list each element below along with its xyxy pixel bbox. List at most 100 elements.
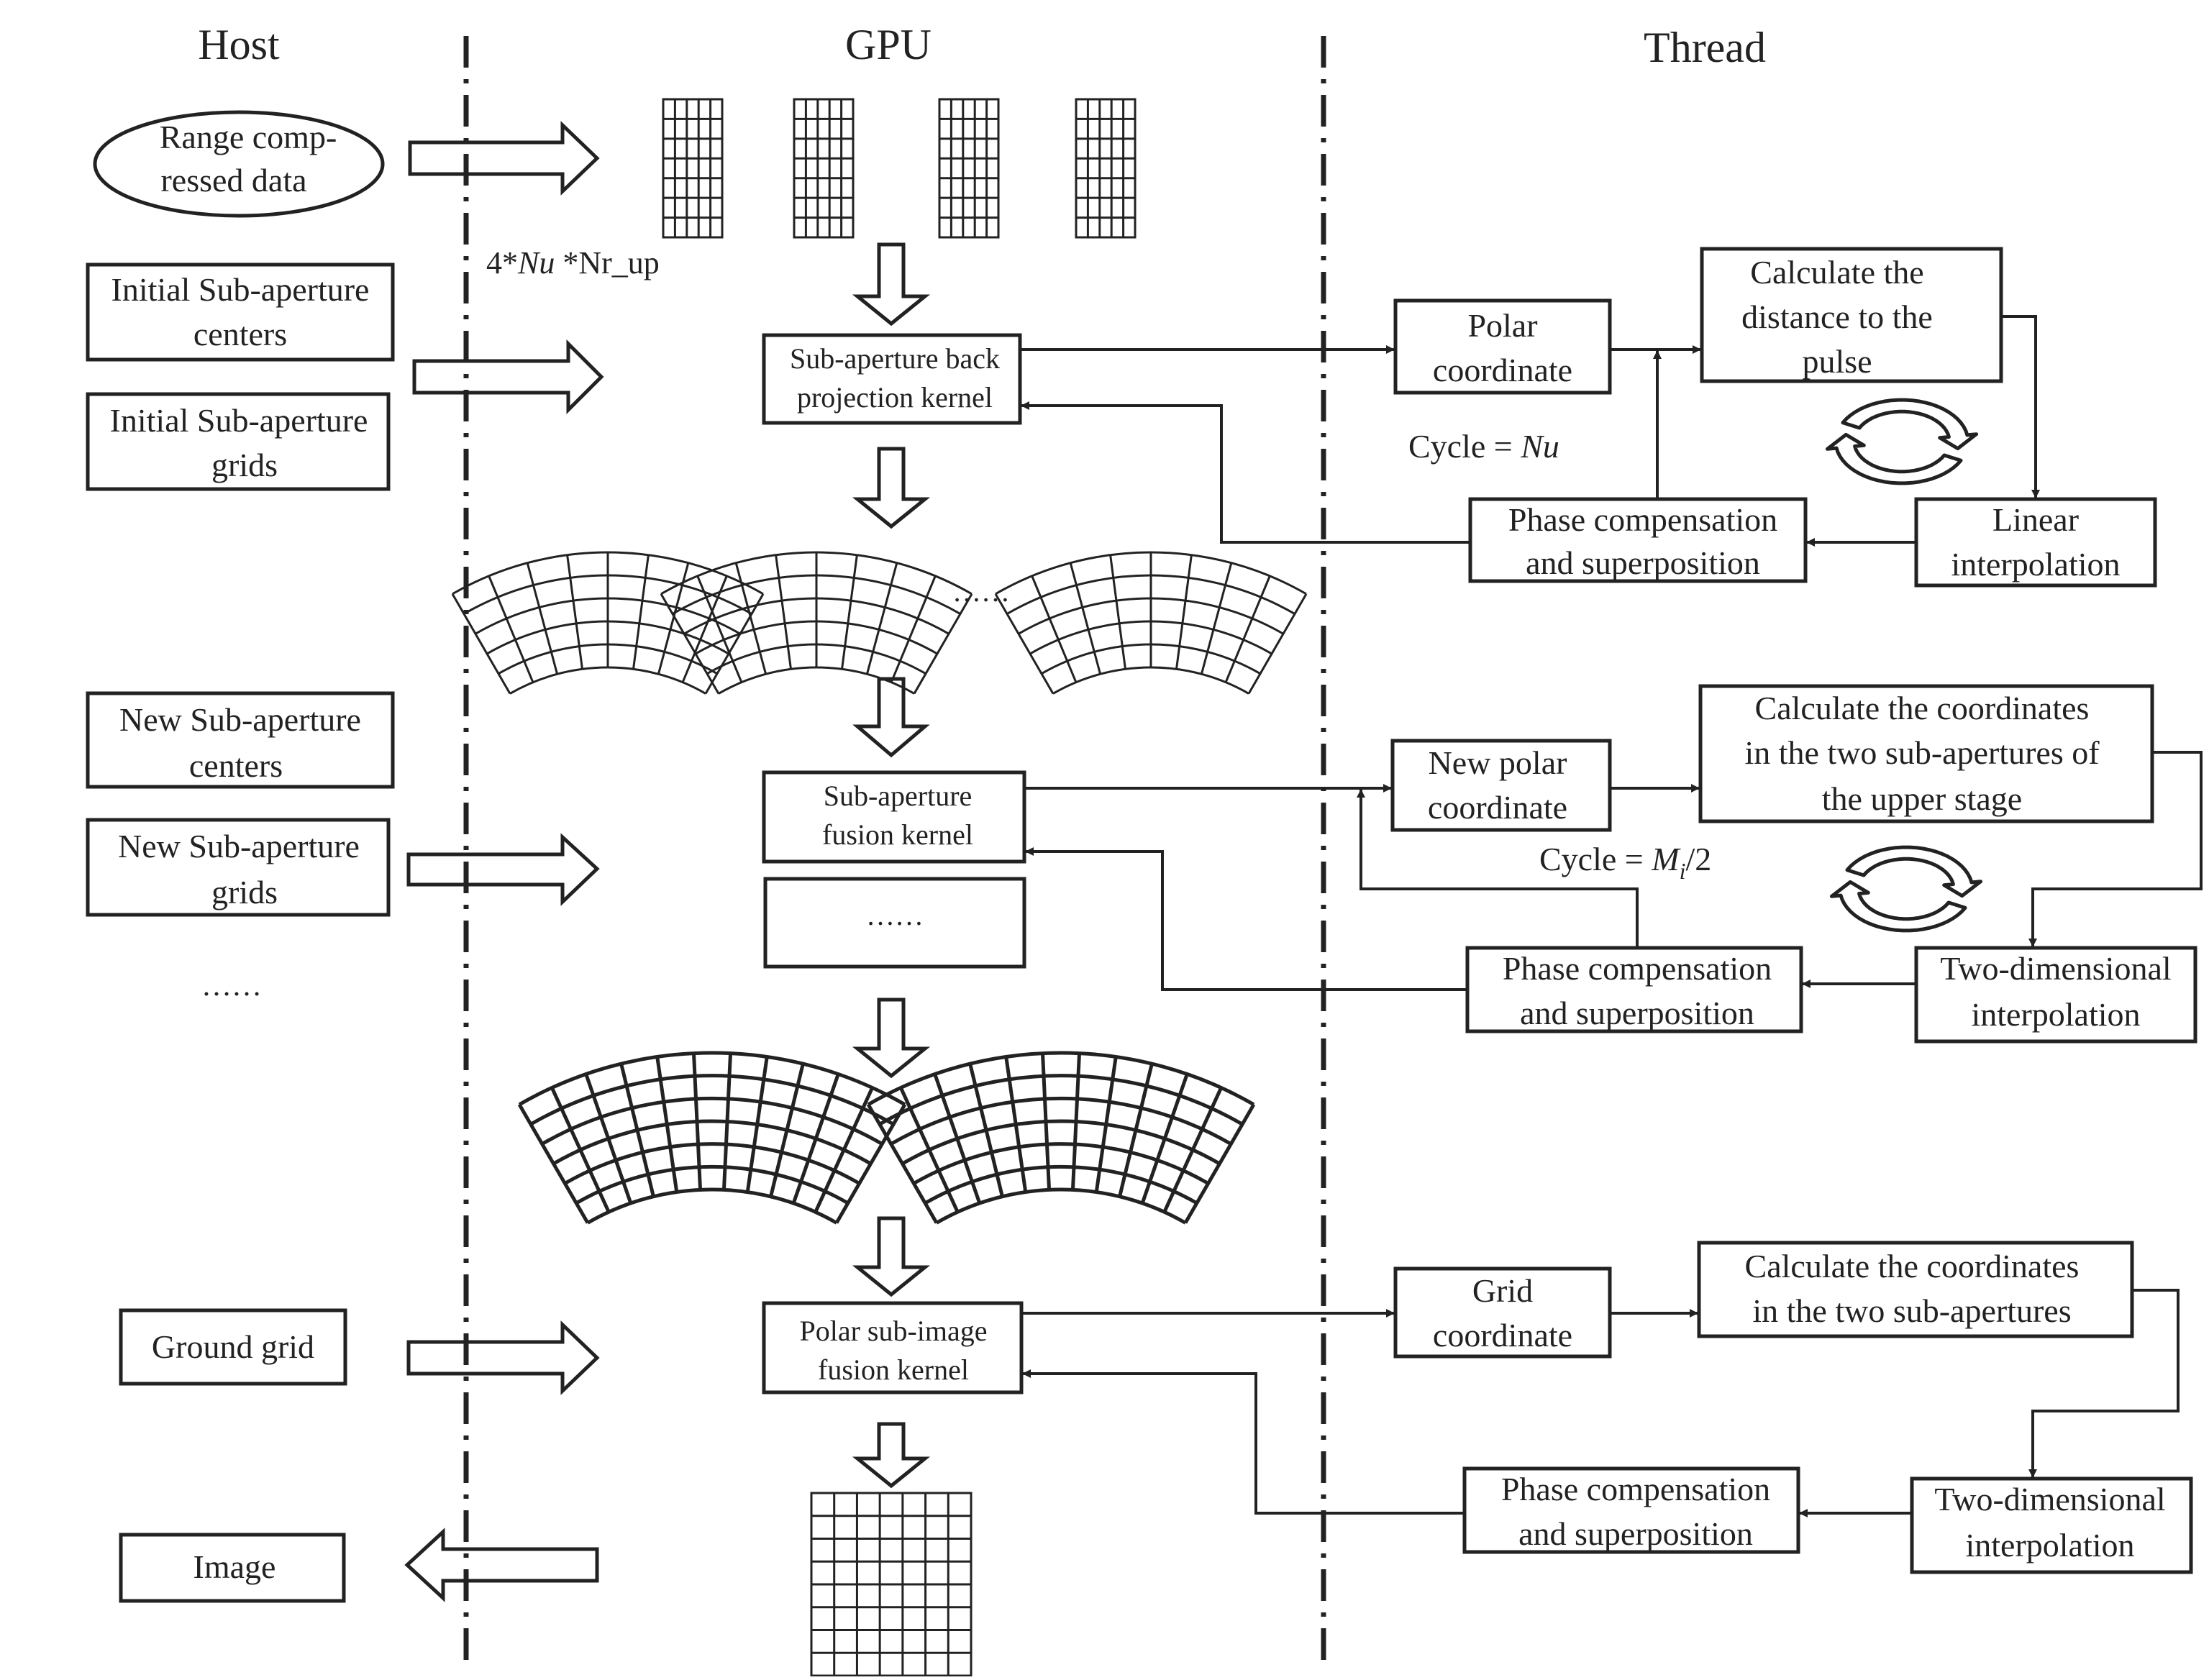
arrow-gpu-to-image [404,1528,599,1602]
fusion-ellipsis-box: …… [763,877,1026,969]
s3-interp-line2: interpolation [1965,1527,2134,1563]
s2-polar-line2: coordinate [1428,789,1567,826]
fusion-kernel-box: Sub-aperture fusion kernel [762,770,1026,864]
s2-interp-line1: Two-dimensional [1940,950,2171,987]
s3-grid-line1: Grid [1472,1272,1533,1309]
conn-s2-phase-up [1357,789,1639,948]
initial-centers-line1: Initial Sub-aperture [111,271,370,308]
final-image-grid-cells [810,1492,973,1677]
conn-s3-phase-to-polar [1022,1369,1465,1515]
column-header-thread: Thread [1644,24,1766,71]
s2-calc-line3: the upper stage [1822,780,2022,817]
range-data-grid-3 [938,98,1000,239]
s2-calc-box: Calculate the coordinates in the two sub… [1698,684,2154,823]
data-size-label: 4*Nu *Nr_up [486,245,660,280]
initial-grids-line1: Initial Sub-aperture [110,402,368,439]
sub-image-fan-3 [994,551,1308,695]
initial-centers-box: Initial Sub-aperture centers [86,262,395,362]
s1-phase-box: Phase compensation and superposition [1468,497,1808,583]
arrow-down-1 [852,242,931,327]
s1-calc-box: Calculate the distance to the pulse [1700,247,2003,383]
s1-cycle-label: Cycle = Nu [1408,428,1559,465]
s3-grid-line2: coordinate [1433,1317,1572,1353]
range-data-grid-1 [662,98,724,239]
s1-calc-line3: pulse [1802,343,1872,380]
ground-grid-box: Ground grid [119,1308,347,1386]
column-header-gpu: GPU [845,21,932,68]
arrow-down-4 [852,998,931,1079]
image-box: Image [119,1533,346,1603]
fusion-ellipsis-label: …… [866,899,924,931]
arrow-down-6 [852,1422,931,1489]
range-data-line1: Range comp- [160,119,337,155]
new-centers-line2: centers [189,747,283,784]
polar-kernel-line1: Polar sub-image [799,1315,987,1347]
s2-phase-line1: Phase compensation [1503,950,1772,987]
range-compressed-data-node: Range comp- ressed data [93,110,385,218]
sub-image-fan-1 [451,551,765,695]
s2-calc-line1: Calculate the coordinates [1755,690,2090,726]
arrow-down-2 [852,447,931,529]
initial-grids-box: Initial Sub-aperture grids [86,392,391,491]
cycle-icon-1 [1825,398,1979,485]
cycle-icon-2 [1829,845,1983,933]
conn-s2-calc-to-interp [2028,751,2203,947]
s3-phase-box: Phase compensation and superposition [1462,1466,1800,1554]
s2-calc-line2: in the two sub-apertures of [1744,734,2100,771]
s1-polar-box: Polar coordinate [1393,298,1612,395]
s1-interp-line2: interpolation [1951,546,2120,583]
polar-kernel-line2: fusion kernel [818,1353,969,1386]
fused-image-fan-2 [866,1051,1256,1225]
range-data-grids [662,98,1137,239]
s1-polar-line2: coordinate [1433,352,1572,388]
arrow-range-data-to-gpu [408,121,600,196]
sub-images-stage2 [517,1051,1256,1225]
polar-kernel-box: Polar sub-image fusion kernel [762,1301,1024,1394]
column-header-host: Host [198,21,280,68]
s2-polar-box: New polar coordinate [1390,739,1612,832]
s1-polar-line1: Polar [1467,307,1537,344]
initial-centers-line2: centers [193,316,287,352]
arrow-init-to-gpu [412,339,604,415]
sub-image-fan-2 [660,551,973,695]
new-grids-box: New Sub-aperture grids [86,818,391,917]
s3-interp-box: Two-dimensional interpolation [1910,1476,2193,1574]
image-label: Image [193,1548,276,1585]
conn-s2-phase-to-fusion [1025,847,1467,991]
s3-calc-line2: in the two sub-apertures [1752,1292,2071,1329]
fusion-kernel-line1: Sub-aperture [824,780,973,812]
range-data-grid-2 [793,98,855,239]
s3-phase-line2: and superposition [1518,1515,1753,1552]
conn-s3-calc-to-interp [2028,1289,2180,1478]
conn-s1-phase-to-bp [1021,401,1470,544]
s2-cycle-label: Cycle = Mi/2 [1539,841,1711,884]
bp-kernel-box: Sub-aperture back projection kernel [762,333,1022,425]
initial-grids-line2: grids [211,447,278,483]
new-centers-box: New Sub-aperture centers [86,691,395,789]
s1-phase-line1: Phase compensation [1508,501,1777,538]
s3-interp-line1: Two-dimensional [1934,1481,2165,1517]
s1-calc-line2: distance to the [1741,298,1933,335]
s3-calc-box: Calculate the coordinates in the two sub… [1697,1241,2134,1338]
final-image-grid [810,1492,973,1677]
bp-kernel-line2: projection kernel [797,381,993,414]
s2-interp-box: Two-dimensional interpolation [1914,946,2197,1044]
sub-images-stage1 [451,551,1308,695]
arrow-ground-to-gpu [406,1320,600,1395]
s2-phase-line2: and superposition [1520,995,1754,1031]
s1-phase-line2: and superposition [1526,544,1760,581]
s3-phase-line1: Phase compensation [1501,1471,1770,1507]
new-grids-line2: grids [211,874,278,910]
sub-images-ellipsis: …… [952,575,1010,608]
s1-interp-box: Linear interpolation [1914,497,2157,588]
range-data-line2: ressed data [160,162,306,198]
bp-kernel-line1: Sub-aperture back [790,342,1000,375]
arrow-new-to-gpu [406,833,600,906]
new-centers-line1: New Sub-aperture [119,701,361,738]
fusion-kernel-line2: fusion kernel [822,818,973,851]
range-data-grid-4 [1075,98,1137,239]
s3-grid-box: Grid coordinate [1393,1266,1612,1359]
arrow-down-5 [852,1216,931,1297]
